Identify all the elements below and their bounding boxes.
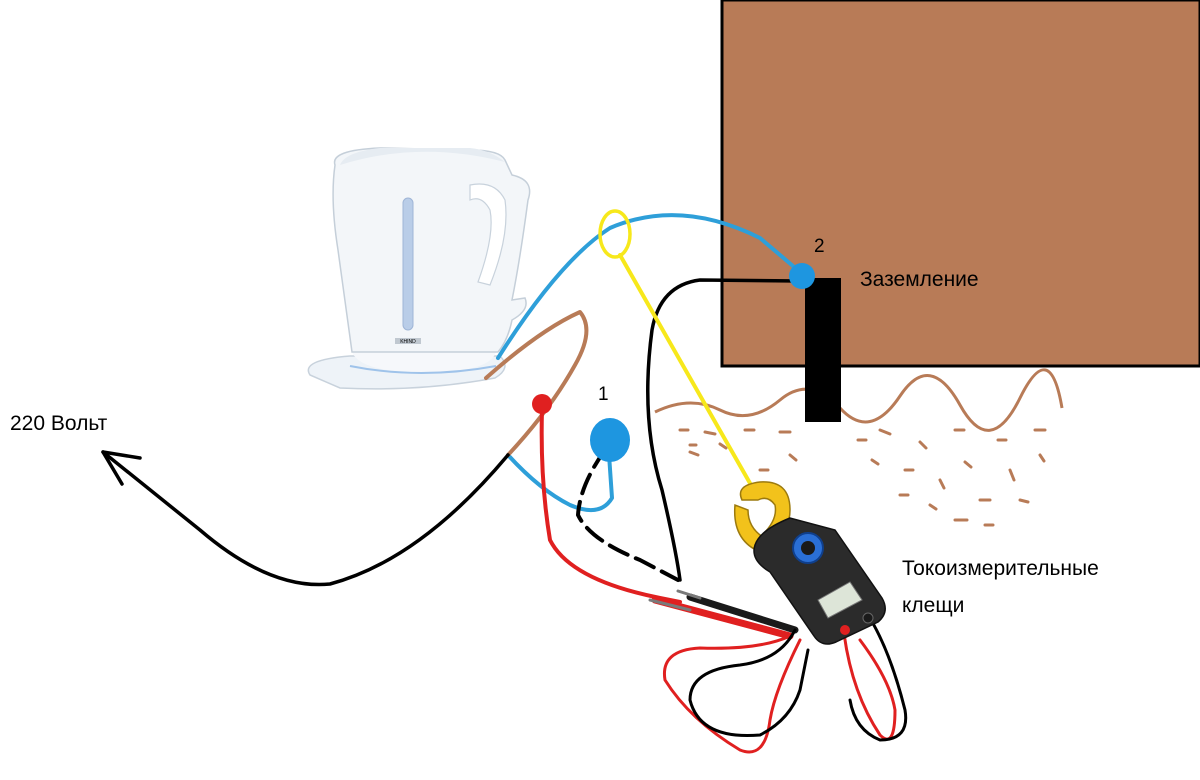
point-1-label: 1 bbox=[598, 384, 609, 405]
red-wire bbox=[539, 408, 682, 604]
ground-label: Заземление bbox=[860, 268, 979, 291]
clamp-meter-icon bbox=[733, 481, 886, 645]
point-1-marker bbox=[590, 418, 630, 462]
black-dashed-probe-wire bbox=[576, 448, 680, 582]
yellow-wire bbox=[618, 253, 757, 494]
test-leads bbox=[648, 589, 908, 754]
soil-texture bbox=[678, 428, 1047, 527]
blue-wire-kettle-to-ground bbox=[496, 213, 802, 360]
red-junction-point bbox=[532, 394, 552, 414]
voltage-label: 220 Вольт bbox=[10, 412, 108, 435]
black-wire-ground-lead bbox=[646, 278, 802, 582]
clamp-marker-ellipse bbox=[598, 209, 632, 259]
point-2-label: 2 bbox=[814, 236, 825, 257]
clamp-meter-label-line2: клещи bbox=[902, 594, 964, 617]
wall-block bbox=[720, 0, 1200, 368]
clamp-meter-label-line1: Токоизмерительные bbox=[902, 557, 1099, 580]
blue-wire-to-point-1 bbox=[506, 438, 614, 513]
arrow-head-icon bbox=[101, 450, 142, 486]
ground-rod bbox=[805, 278, 841, 422]
electric-kettle-icon bbox=[307, 147, 531, 390]
soil-surface bbox=[654, 368, 1064, 432]
kettle-brand-label: KHIND bbox=[400, 339, 416, 345]
black-wire-supply bbox=[101, 450, 510, 587]
point-2-marker bbox=[789, 263, 815, 289]
wires bbox=[101, 213, 802, 604]
